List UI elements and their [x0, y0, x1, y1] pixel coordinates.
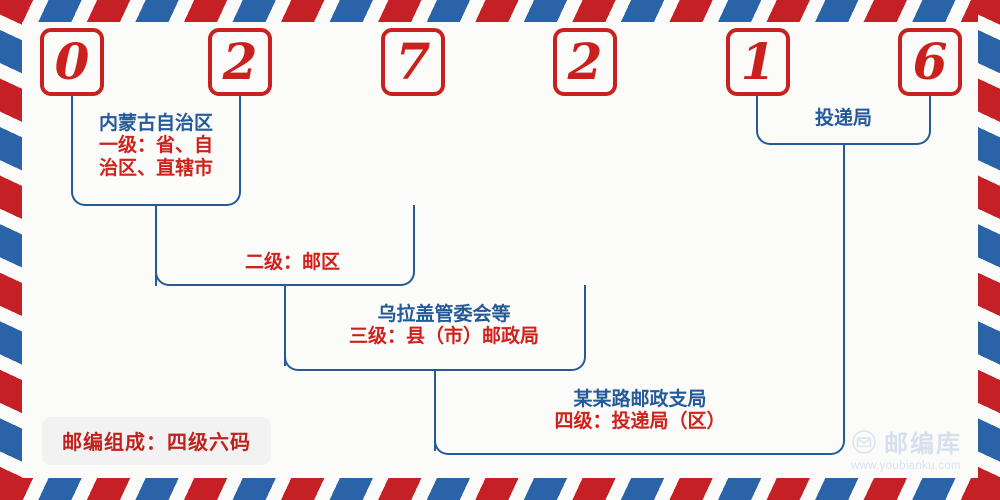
label-level-4-desc: 四级：投递局（区） — [554, 410, 726, 433]
bracket-level-2 — [155, 205, 415, 286]
airmail-border-left — [0, 0, 22, 500]
envelope-circle-icon — [852, 429, 876, 454]
label-level-1-name: 内蒙古自治区 — [98, 112, 213, 134]
digit-box-6[interactable]: 6 — [898, 28, 962, 96]
label-level-1-desc-line1: 一级：省、自 — [98, 134, 213, 157]
label-delivery-office-text: 投递局 — [814, 107, 872, 129]
digit-6: 6 — [912, 32, 948, 91]
label-level-2-desc: 二级：邮区 — [244, 251, 340, 273]
label-level-3: 乌拉盖管委会等 三级：县（市）邮政局 — [299, 303, 589, 348]
label-level-2: 二级：邮区 — [180, 251, 405, 273]
digit-1: 0 — [54, 32, 90, 91]
digit-box-3[interactable]: 7 — [381, 28, 445, 96]
label-level-1-desc-line2: 治区、直辖市 — [98, 156, 213, 179]
airmail-border-top — [0, 0, 1000, 22]
digit-2: 2 — [222, 32, 258, 91]
digit-box-5[interactable]: 1 — [726, 28, 790, 96]
bracket-delivery-office — [756, 96, 931, 145]
airmail-border-bottom — [0, 478, 1000, 500]
watermark-url: www.youbianku.com — [851, 460, 961, 472]
digit-box-4[interactable]: 2 — [553, 28, 617, 96]
digit-box-2[interactable]: 2 — [208, 28, 272, 96]
label-level-1: 内蒙古自治区 一级：省、自 治区、直辖市 — [71, 112, 241, 179]
stem-delivery-office — [843, 145, 845, 371]
digit-4: 2 — [567, 32, 603, 91]
watermark-row: 邮编库 — [851, 424, 962, 459]
label-level-4-name: 某某路邮政支局 — [573, 388, 707, 410]
digit-box-1[interactable]: 0 — [40, 28, 104, 96]
airmail-border-right — [978, 0, 1000, 500]
label-level-3-name: 乌拉盖管委会等 — [377, 303, 511, 325]
label-level-4: 某某路邮政支局 四级：投递局（区） — [450, 388, 830, 433]
digit-3: 7 — [395, 32, 431, 91]
label-level-3-desc: 三级：县（市）邮政局 — [348, 325, 539, 348]
watermark-brand: 邮编库 — [884, 429, 962, 458]
postcode-composition-badge: 邮编组成：四级六码 — [42, 417, 271, 465]
digit-5: 1 — [740, 32, 776, 91]
bracket-level-4 — [434, 370, 845, 455]
label-delivery-office: 投递局 — [756, 107, 931, 129]
watermark: 邮编库 www.youbianku.com — [851, 424, 962, 472]
